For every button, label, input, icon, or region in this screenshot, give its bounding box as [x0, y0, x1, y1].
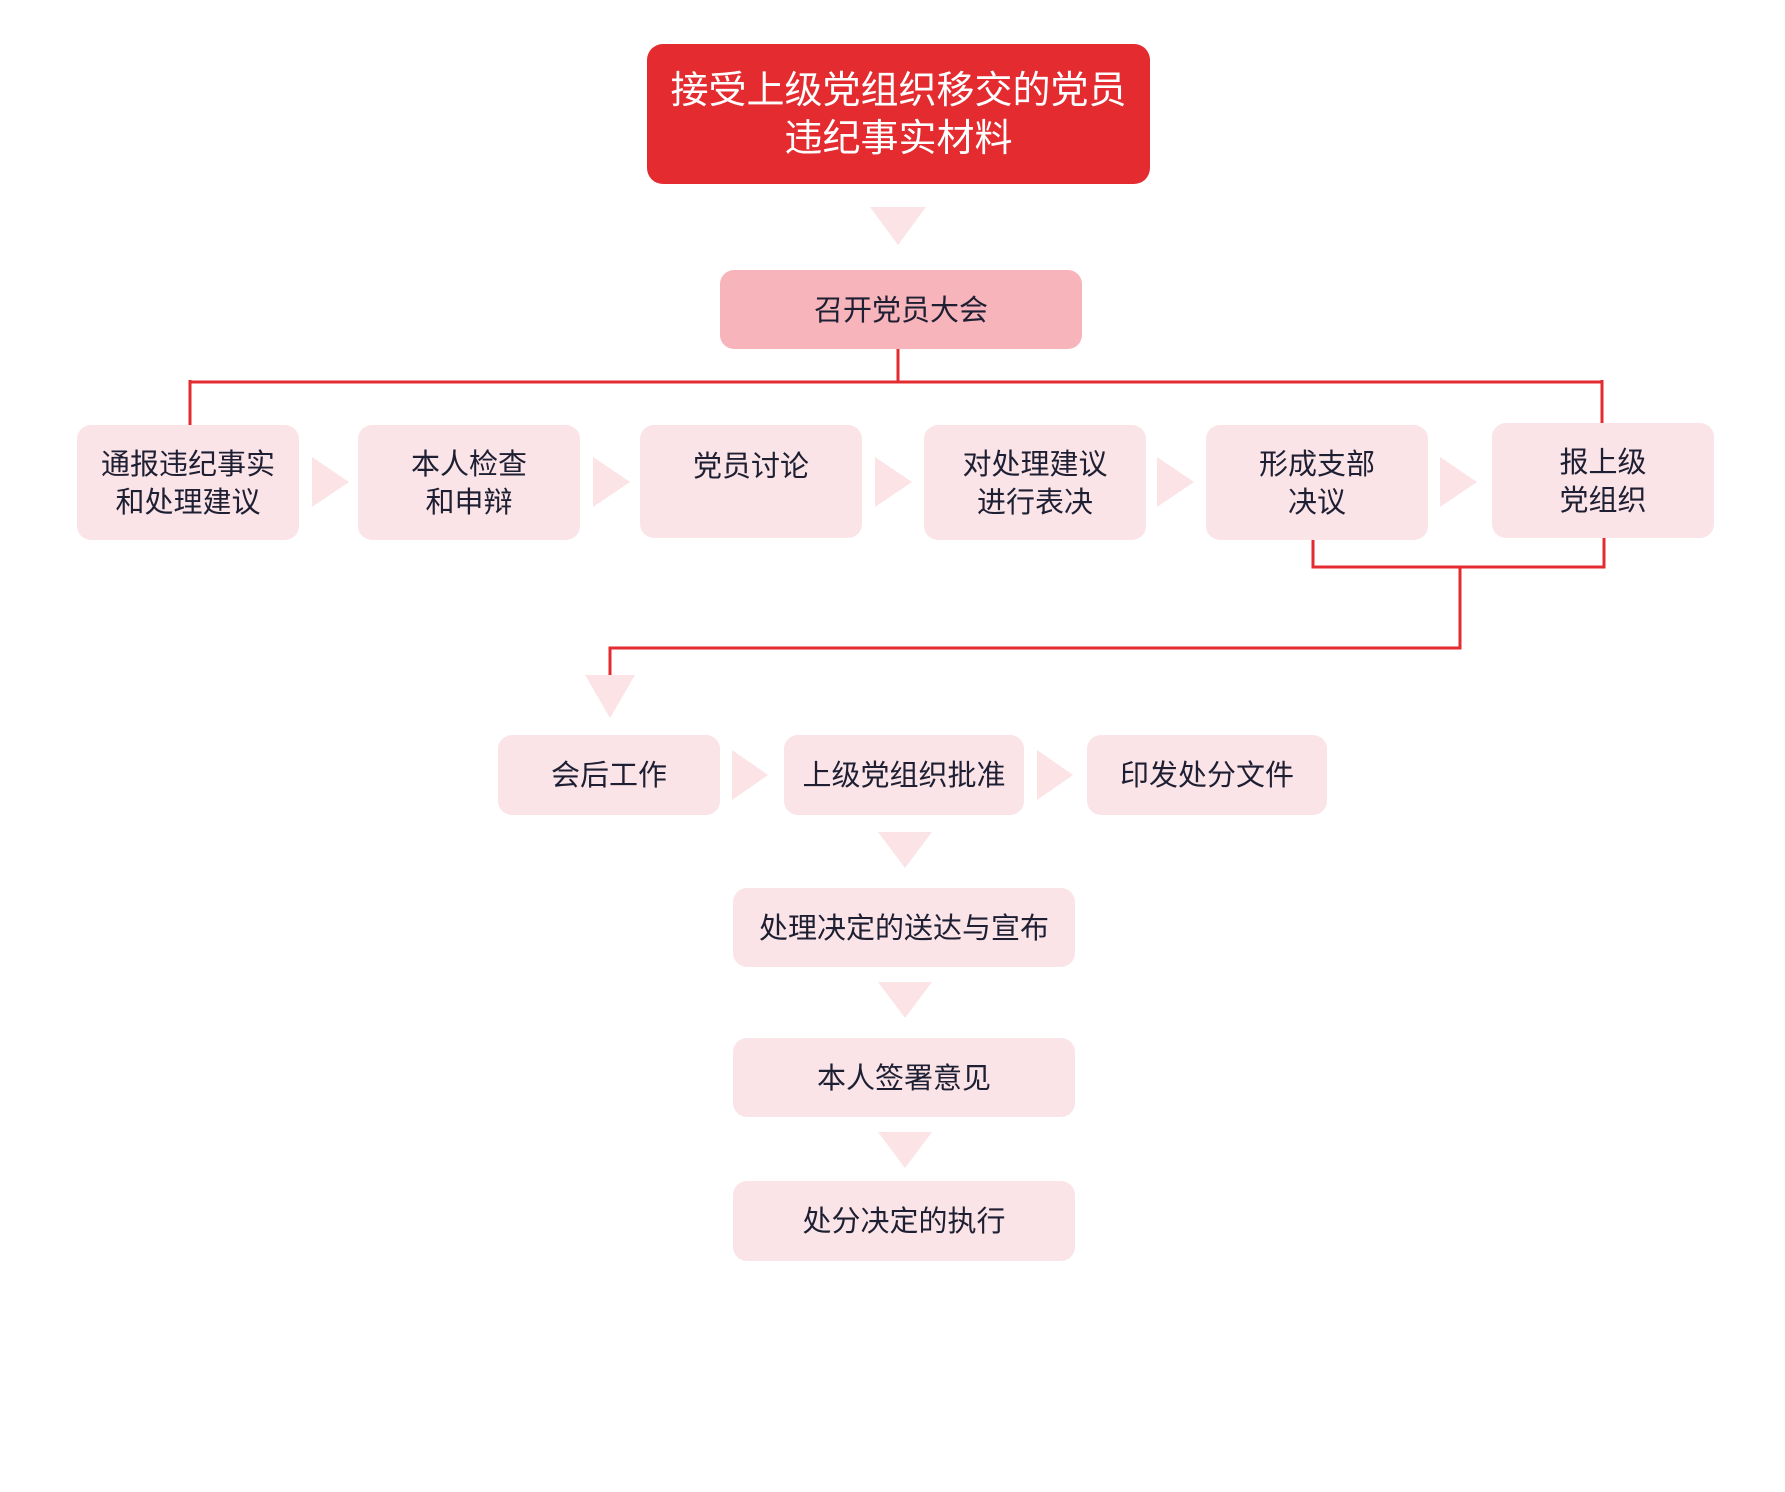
arrow-down: [585, 675, 635, 718]
step-superior-approval: 上级党组织批准: [784, 735, 1024, 815]
step-post-meeting-work: 会后工作: [498, 735, 720, 815]
step-label: 本人检查 和申辩: [410, 446, 527, 519]
start-node-label: 接受上级党组织移交的党员 违纪事实材料: [670, 68, 1127, 160]
arrow-right: [1037, 750, 1073, 800]
step-label: 本人签署意见: [816, 1060, 991, 1095]
start-node: 接受上级党组织移交的党员 违纪事实材料: [647, 44, 1150, 184]
step-member-discussion: 党员讨论: [640, 425, 862, 538]
merge-connector: [1311, 538, 1606, 569]
step-label: 对处理建议 进行表决: [962, 446, 1108, 519]
step-label: 党员讨论: [692, 449, 809, 483]
step-branch-resolution: 形成支部 决议: [1206, 425, 1428, 540]
arrow-down: [878, 832, 932, 868]
step-sign-opinion: 本人签署意见: [733, 1038, 1075, 1117]
meeting-node-label: 召开党员大会: [813, 292, 988, 327]
step-label: 通报违纪事实 和处理建议: [100, 446, 275, 519]
step-vote: 对处理建议 进行表决: [924, 425, 1146, 540]
arrow-right: [732, 750, 768, 800]
arrow-down: [870, 207, 926, 245]
step-execution: 处分决定的执行: [733, 1181, 1075, 1261]
step-label: 形成支部 决议: [1258, 446, 1375, 519]
meeting-node: 召开党员大会: [720, 270, 1082, 349]
step-report-facts: 通报违纪事实 和处理建议: [77, 425, 299, 540]
step-label: 印发处分文件: [1119, 758, 1294, 792]
arrow-right: [875, 457, 912, 507]
step-label: 上级党组织批准: [802, 758, 1006, 792]
step-label: 报上级 党组织: [1559, 444, 1647, 517]
merge-down-connector: [608, 567, 1462, 675]
step-label: 会后工作: [550, 758, 667, 792]
arrow-right: [593, 457, 630, 507]
step-self-examination: 本人检查 和申辩: [358, 425, 580, 540]
arrow-down: [878, 1132, 932, 1168]
step-issue-document: 印发处分文件: [1087, 735, 1327, 815]
step-delivery-announcement: 处理决定的送达与宣布: [733, 888, 1075, 967]
arrow-right: [1440, 457, 1477, 507]
arrow-right: [1157, 457, 1194, 507]
arrow-right: [312, 457, 349, 507]
step-report-superior: 报上级 党组织: [1492, 423, 1714, 538]
step-label: 处分决定的执行: [802, 1204, 1006, 1238]
step-label: 处理决定的送达与宣布: [758, 910, 1049, 945]
arrow-down: [878, 982, 932, 1018]
